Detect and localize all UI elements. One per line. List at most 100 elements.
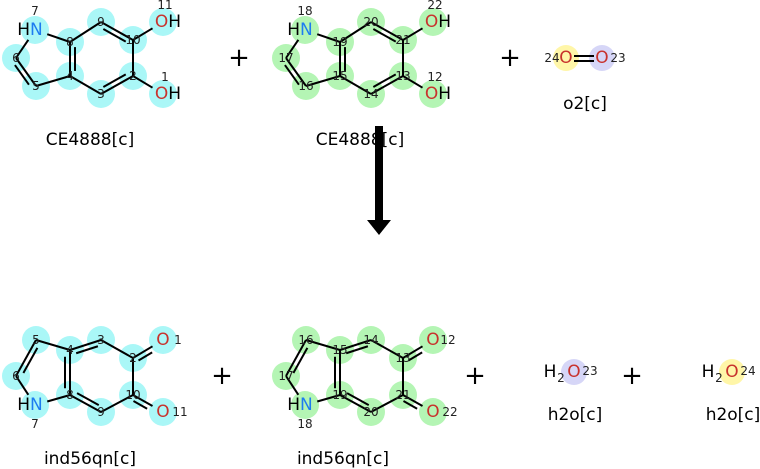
bond xyxy=(305,75,341,87)
atom-index: 16 xyxy=(298,79,313,93)
atom-index: 9 xyxy=(97,405,105,419)
bond-double xyxy=(407,351,423,362)
bond xyxy=(100,75,134,95)
atom-symbol: O xyxy=(156,402,169,422)
subscript: 2 xyxy=(715,371,723,385)
atom-highlight xyxy=(419,326,447,354)
atom-highlight xyxy=(291,391,319,419)
bond-double xyxy=(22,347,39,374)
atom-index: 6 xyxy=(12,369,20,383)
bond xyxy=(69,21,102,43)
atom-index: 9 xyxy=(97,15,105,29)
atom-index: 7 xyxy=(31,417,39,431)
atom-index: 20 xyxy=(363,15,378,29)
bond xyxy=(132,394,153,407)
subscript: 2 xyxy=(557,371,565,385)
bond xyxy=(100,339,134,359)
bond-double xyxy=(372,73,397,88)
atom-index: 13 xyxy=(395,69,410,83)
atom-index: 24 xyxy=(740,364,755,378)
atom-index: 19 xyxy=(332,35,347,49)
bond xyxy=(316,394,341,403)
atom-index: 8 xyxy=(66,35,74,49)
bond xyxy=(132,345,154,359)
bond xyxy=(100,21,134,41)
bond xyxy=(132,27,154,41)
bond xyxy=(285,57,307,87)
atom-highlight xyxy=(419,80,447,108)
bond xyxy=(339,339,372,351)
bond-double xyxy=(402,400,418,410)
bond xyxy=(339,21,372,43)
atom-index: 11 xyxy=(172,405,187,419)
bond xyxy=(316,33,341,43)
bond-double xyxy=(292,347,309,374)
bond xyxy=(402,75,424,89)
atom-symbol: HN xyxy=(287,20,313,40)
atom-highlight xyxy=(149,8,177,36)
bond xyxy=(35,75,71,87)
atom-symbol: OH xyxy=(425,12,451,32)
atom-symbol: O xyxy=(595,48,608,68)
atom-index: 1 xyxy=(161,70,169,84)
atom-index: 12 xyxy=(440,333,455,347)
atom-highlight xyxy=(149,398,177,426)
atom-index: 21 xyxy=(395,33,410,47)
atom-index: 14 xyxy=(363,333,378,347)
atom-index: 17 xyxy=(278,51,293,65)
bond xyxy=(339,75,372,95)
atom-highlight xyxy=(419,8,447,36)
atom-highlight xyxy=(719,359,745,385)
atom-index: 18 xyxy=(297,4,312,18)
atom-index: 15 xyxy=(332,343,347,357)
bond-double xyxy=(76,392,100,406)
atom-index: 20 xyxy=(363,405,378,419)
atom-index: 22 xyxy=(427,0,442,12)
bond xyxy=(46,394,71,403)
atom-index: 15 xyxy=(332,69,347,83)
atom-highlight xyxy=(21,16,49,44)
hydrogen-symbol: H xyxy=(702,362,715,382)
bond xyxy=(69,394,102,413)
atom-index: 8 xyxy=(66,388,74,402)
atom-highlight xyxy=(21,391,49,419)
atom-index: 12 xyxy=(427,70,442,84)
atom-highlight xyxy=(149,326,177,354)
atom-index: 10 xyxy=(125,388,140,402)
bond xyxy=(370,339,404,359)
product-name: ind56qn[c] xyxy=(44,449,136,469)
bond-double xyxy=(14,64,30,86)
plus-sign: + xyxy=(499,43,521,73)
atom-index: 4 xyxy=(66,343,74,357)
atom-index: 19 xyxy=(332,388,347,402)
atom-index: 18 xyxy=(297,417,312,431)
bond xyxy=(402,394,423,407)
bond xyxy=(15,57,37,87)
bond xyxy=(370,394,404,413)
bond xyxy=(402,27,424,41)
bond xyxy=(69,75,102,95)
atom-index: 5 xyxy=(32,333,40,347)
atom-index: 13 xyxy=(395,351,410,365)
bond-double xyxy=(102,73,127,88)
atom-index: 21 xyxy=(395,388,410,402)
plus-sign: + xyxy=(228,43,250,73)
atom-index: 3 xyxy=(97,333,105,347)
bond xyxy=(35,339,71,351)
atom-index: 1 xyxy=(174,333,182,347)
bond xyxy=(46,33,71,43)
atom-symbol: O xyxy=(426,402,439,422)
atom-highlight xyxy=(561,359,587,385)
atom-symbol: O xyxy=(559,48,572,68)
atom-index: 2 xyxy=(129,351,137,365)
bond xyxy=(100,394,134,413)
plus-sign: + xyxy=(464,361,486,391)
